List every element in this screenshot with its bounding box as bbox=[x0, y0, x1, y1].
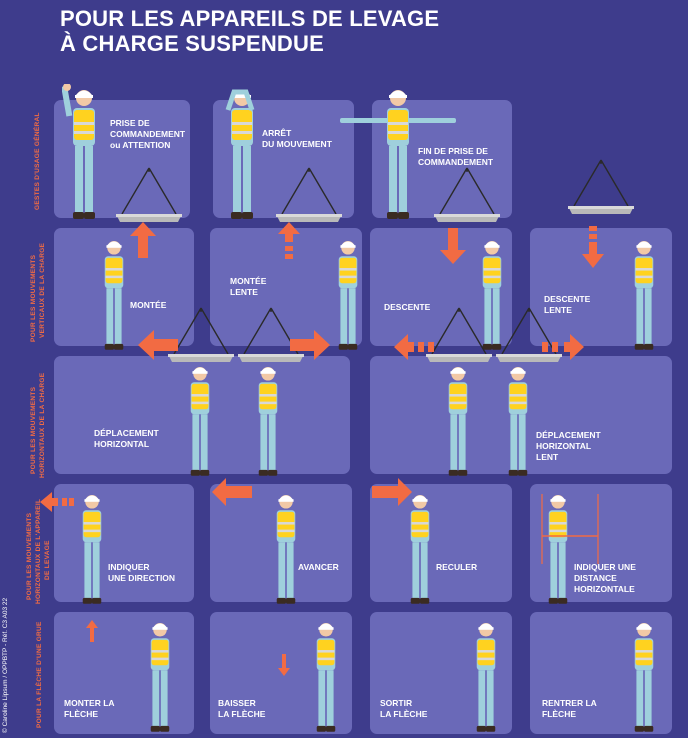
label-indiquer: INDIQUER UNE DIRECTION bbox=[108, 562, 176, 583]
panel-monter-fleche bbox=[54, 612, 194, 734]
worker-deplacement-1-icon bbox=[178, 362, 222, 480]
panel-reculer bbox=[370, 484, 512, 602]
panel-montee bbox=[54, 228, 194, 346]
worker-deplacement-lent-2-icon bbox=[496, 362, 540, 480]
worker-arret-icon bbox=[225, 89, 255, 224]
label-deplacement: DÉPLACEMENT HORIZONTAL bbox=[94, 428, 159, 449]
label-monter-fleche: MONTER LA FLÈCHE bbox=[64, 698, 115, 719]
worker-reculer-icon bbox=[398, 490, 442, 608]
worker-descente-lente-icon bbox=[624, 236, 664, 354]
arrow-right-slow-icon bbox=[542, 334, 584, 360]
section-label-fleche: POUR LA FLÈCHE D'UNE GRUE bbox=[36, 621, 43, 728]
suspended-load-4-icon bbox=[566, 158, 636, 218]
section-label-horizontal-2: HORIZONTAUX DE LA CHARGE bbox=[39, 372, 46, 478]
worker-monter-fleche-icon bbox=[138, 618, 182, 736]
arrow-right-icon bbox=[290, 330, 330, 360]
worker-baisser-fleche-icon bbox=[304, 618, 348, 736]
label-sortir-fleche: SORTIR LA FLÈCHE bbox=[380, 698, 428, 719]
label-arret: ARRÊT DU MOUVEMENT bbox=[262, 128, 332, 149]
label-montee-lente: MONTÉE LENTE bbox=[230, 276, 267, 297]
arrow-down-slow-icon bbox=[582, 226, 604, 268]
worker-avancer-icon bbox=[264, 490, 308, 608]
worker-fin-icon bbox=[340, 84, 456, 224]
label-baisser-fleche: BAISSER LA FLÈCHE bbox=[218, 698, 266, 719]
arrow-fleche-down-icon bbox=[278, 654, 290, 676]
arrow-direction-icon bbox=[40, 492, 74, 512]
label-fin: FIN DE PRISE DE COMMANDEMENT bbox=[418, 146, 494, 167]
label-distance: INDIQUER UNE DISTANCE HORIZONTALE bbox=[574, 562, 636, 594]
title-line-2: À CHARGE SUSPENDUE bbox=[60, 31, 324, 56]
worker-sortir-fleche-icon bbox=[464, 618, 508, 736]
section-label-appareil-3: DE LEVAGE bbox=[44, 540, 51, 580]
label-deplacement-lent: DÉPLACEMENT HORIZONTAL LENT bbox=[536, 430, 601, 462]
section-label-vertical-1: POUR LES MOUVEMENTS bbox=[30, 254, 37, 342]
label-descente-lente: DESCENTE LENTE bbox=[544, 294, 591, 315]
worker-indiquer-icon bbox=[70, 490, 114, 608]
arrow-fleche-up-icon bbox=[86, 620, 98, 642]
section-label-vertical-2: VERTICAUX DE LA CHARGE bbox=[39, 242, 46, 338]
section-label-appareil-1: POUR LES MOUVEMENTS bbox=[26, 512, 33, 600]
distance-marker-icon bbox=[541, 494, 599, 564]
title-line-1: POUR LES APPAREILS DE LEVAGE bbox=[60, 6, 440, 31]
label-prise: PRISE DE COMMANDEMENT ou ATTENTION bbox=[110, 118, 186, 150]
arrow-up-slow-icon bbox=[278, 222, 300, 259]
worker-montee-icon bbox=[94, 236, 134, 354]
arrow-left-icon bbox=[138, 330, 178, 360]
credit-text: © Caroline Lipsum / OPPBTP - Réf. C3 A03… bbox=[2, 597, 9, 733]
suspended-load-2-icon bbox=[274, 166, 344, 226]
worker-prise-icon bbox=[62, 84, 106, 224]
section-label-appareil-2: HORIZONTAUX DE L'APPAREIL bbox=[35, 498, 42, 604]
panel-indiquer bbox=[54, 484, 194, 602]
arrow-up-icon bbox=[130, 222, 156, 258]
worker-montee-lente-icon bbox=[328, 236, 368, 354]
arrow-left-slow-icon bbox=[394, 334, 434, 360]
worker-deplacement-lent-1-icon bbox=[436, 362, 480, 480]
arrow-down-icon bbox=[440, 228, 466, 264]
worker-rentrer-fleche-icon bbox=[622, 618, 666, 736]
suspended-load-1-icon bbox=[114, 166, 184, 226]
label-reculer: RECULER bbox=[436, 562, 478, 572]
label-descente: DESCENTE bbox=[384, 302, 431, 312]
section-label-horizontal-1: POUR LES MOUVEMENTS bbox=[30, 386, 37, 474]
section-label-general: GESTES D'USAGE GÉNÉRAL bbox=[34, 112, 41, 210]
label-rentrer-fleche: RENTRER LA FLÈCHE bbox=[542, 698, 597, 719]
arrow-avancer-icon bbox=[212, 478, 252, 506]
worker-deplacement-2-icon bbox=[246, 362, 290, 480]
label-avancer: AVANCER bbox=[298, 562, 339, 572]
arrow-reculer-icon bbox=[372, 478, 412, 506]
label-montee: MONTÉE bbox=[130, 300, 167, 310]
page-title: POUR LES APPAREILS DE LEVAGE À CHARGE SU… bbox=[60, 6, 439, 56]
suspended-load-3-icon bbox=[432, 166, 502, 226]
